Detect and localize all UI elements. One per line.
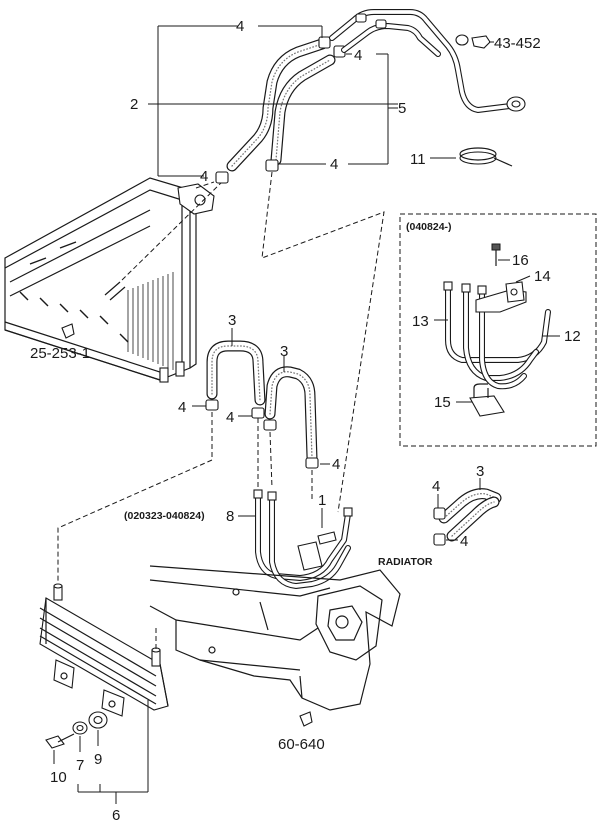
- radiator-assembly: [4, 177, 215, 383]
- label-12: 12: [564, 328, 581, 345]
- ref-25-253-1-icon: [61, 323, 75, 339]
- inset-date-note: (040824-): [406, 221, 452, 233]
- ref-43-452: 43-452: [494, 35, 541, 52]
- label-11: 11: [410, 151, 426, 168]
- connector-43-452-icon: [471, 35, 491, 49]
- radiator-side-hose: [433, 488, 502, 546]
- label-10: 10: [50, 769, 67, 786]
- label-13: 13: [412, 313, 429, 330]
- label-4-lower-clamp: 4: [332, 456, 340, 473]
- label-7: 7: [76, 757, 84, 774]
- radiator-note: RADIATOR: [378, 556, 433, 568]
- upper-steel-pipes: [329, 9, 526, 113]
- oil-cooler: [39, 583, 169, 717]
- label-4-mid-right: 4: [330, 156, 338, 173]
- label-6: 6: [112, 807, 120, 824]
- ref-25-253-1: 25-253-1: [30, 345, 90, 362]
- label-3-right: 3: [280, 343, 288, 360]
- label-2: 2: [130, 96, 138, 113]
- label-9: 9: [94, 751, 102, 768]
- label-3-radiator: 3: [476, 463, 484, 480]
- range-date-note: (020323-040824): [124, 510, 205, 522]
- label-4-radiator-bottom: 4: [460, 533, 468, 550]
- label-4-upper-right: 4: [354, 47, 362, 64]
- label-3-left: 3: [228, 312, 236, 329]
- label-14: 14: [534, 268, 551, 285]
- label-4-upper-left: 4: [200, 168, 208, 185]
- middle-hoses: [205, 340, 319, 469]
- ref-60-640: 60-640: [278, 736, 325, 753]
- label-5: 5: [398, 100, 406, 117]
- label-4-radiator-top: 4: [432, 478, 440, 495]
- label-4-top: 4: [236, 18, 244, 35]
- label-16: 16: [512, 252, 529, 269]
- mount-hardware: [45, 711, 108, 749]
- label-4-left-clamp: 4: [178, 399, 186, 416]
- lower-steel-pipes: [253, 489, 353, 589]
- upper-hose-right: [270, 54, 336, 166]
- label-1: 1: [318, 492, 326, 509]
- upper-clamps: [215, 36, 346, 184]
- label-15: 15: [434, 394, 451, 411]
- frame-crossmember: [149, 565, 401, 711]
- label-4-center-clamp: 4: [226, 409, 234, 426]
- clamp-11-icon: [459, 147, 513, 167]
- ref-60-640-icon: [299, 711, 313, 727]
- upper-hose-left: [226, 38, 328, 172]
- label-8: 8: [226, 508, 234, 525]
- inset-box: [399, 213, 597, 447]
